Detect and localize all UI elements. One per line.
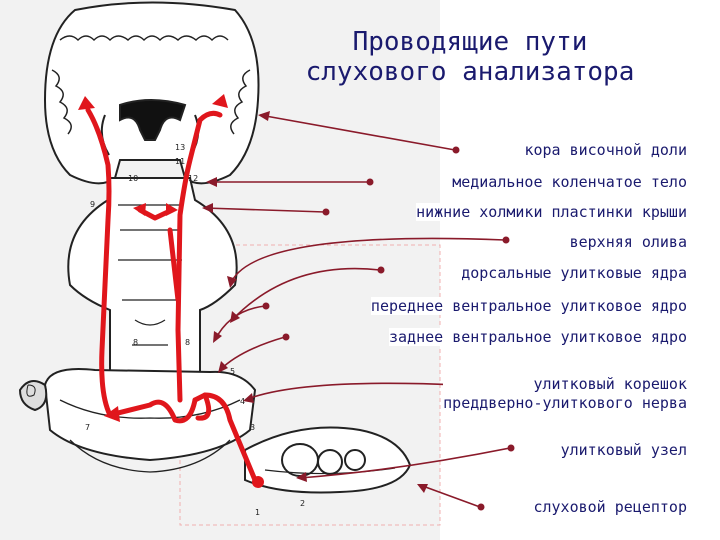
label-posterior-ventral-cochlear-nucleus: заднее вентральное улитковое ядро <box>388 328 687 346</box>
label-cochlear-ganglion: улитковый узел <box>560 441 687 459</box>
num-3: 3 <box>250 423 255 432</box>
num-8b: 8 <box>185 338 190 347</box>
label-cochlear-root-line1: улитковый корешок <box>533 375 687 393</box>
label-superior-olive: верхняя олива <box>569 233 687 251</box>
auditory-pathway <box>85 107 258 483</box>
pathway-arrowheads <box>78 94 228 422</box>
num-10: 10 <box>128 174 138 183</box>
num-4: 4 <box>240 397 245 406</box>
pointer-arrowheads <box>202 111 428 493</box>
receptor-dot <box>252 476 264 488</box>
label-cochlear-root-line2: преддверно-улитковогo нерва <box>443 394 687 412</box>
brainstem <box>67 177 238 381</box>
num-8a: 8 <box>133 338 138 347</box>
pointer-endpoints <box>262 146 515 511</box>
label-dorsal-cochlear-nuclei: дорсальные улитковые ядра <box>461 264 687 282</box>
num-9: 9 <box>90 200 95 209</box>
label-anterior-ventral-cochlear-nucleus: переднее вентральное улитковое ядро <box>370 297 687 315</box>
label-pointers <box>204 114 511 508</box>
num-5: 5 <box>230 367 235 376</box>
num-7: 7 <box>85 423 90 432</box>
label-auditory-receptor: слуховой рецептор <box>533 498 687 516</box>
num-1: 1 <box>255 508 260 517</box>
title-line-2: слухового анализатора <box>305 57 635 87</box>
num-13: 13 <box>175 143 185 152</box>
label-medial-geniculate-body: медиальное коленчатое тело <box>452 173 687 191</box>
label-temporal-cortex: кора височной доли <box>524 141 687 159</box>
medulla-cerebellum <box>18 368 257 473</box>
label-cochlear-root: улитковый корешок преддверно-улитковогo … <box>443 375 687 413</box>
num-11: 11 <box>175 157 185 166</box>
brain-section <box>43 1 260 185</box>
num-2: 2 <box>300 499 305 508</box>
title-line-1: Проводящие пути <box>352 27 588 57</box>
label-inferior-colliculi: нижние холмики пластинки крыши <box>416 203 687 221</box>
diagram-numbers: 13 11 10 12 9 8 8 7 5 4 3 2 1 <box>85 143 305 517</box>
num-12: 12 <box>188 174 198 183</box>
